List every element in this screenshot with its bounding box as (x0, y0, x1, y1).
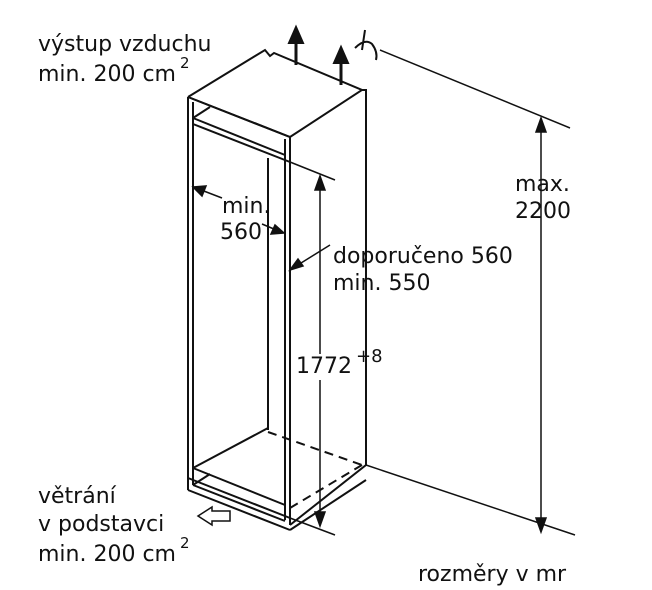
cabinet-outline (187, 48, 367, 531)
max-height-value: 2200 (515, 199, 571, 224)
air-outlet-area-sup: 2 (180, 54, 190, 72)
ceiling-symbol-icon (354, 29, 378, 61)
depth-value: 560 (220, 220, 262, 245)
niche-height-value: 1772 (296, 354, 352, 380)
arrow-up-icon (287, 24, 305, 44)
niche-height-tolerance: +8 (356, 346, 383, 367)
width-min: min. 550 (333, 271, 431, 296)
plinth-vent-label: větrání (38, 484, 116, 509)
vent-inlet-arrow-icon (196, 505, 231, 527)
units-note: rozměry v mr (418, 562, 567, 587)
depth-label: min. (222, 194, 271, 219)
dimension-lines (191, 49, 576, 536)
air-outlet-arrows (287, 24, 350, 85)
plinth-vent-area-sup: 2 (180, 534, 190, 552)
plinth-vent-label-2: v podstavci (38, 512, 165, 537)
air-outlet-label: výstup vzduchu (38, 32, 212, 57)
plinth-vent-area: min. 200 cm (38, 542, 176, 567)
max-height-label: max. (515, 172, 570, 197)
air-outlet-area: min. 200 cm (38, 62, 176, 87)
width-recommended: doporučeno 560 (333, 244, 513, 269)
arrow-up-icon (332, 44, 350, 64)
